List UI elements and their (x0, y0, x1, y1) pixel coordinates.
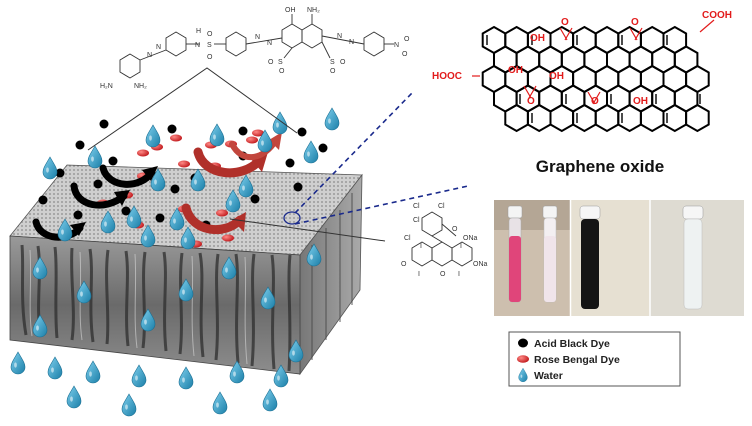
legend-label: Rose Bengal Dye (534, 354, 620, 366)
chem-label: O (401, 261, 407, 268)
chem-label: I (460, 243, 462, 250)
chem-label: I (420, 243, 422, 250)
legend: Acid Black Dye Rose Bengal Dye Water (508, 331, 681, 387)
vial-acid-black-feed (579, 205, 601, 309)
chem-label: S (207, 42, 212, 49)
go-group-label: OH (530, 33, 545, 44)
legend-item: Water (518, 367, 563, 383)
membrane-block (9, 164, 363, 376)
go-group-label: O (591, 96, 599, 107)
chem-label: H (196, 28, 201, 35)
go-group-label: O (561, 17, 569, 28)
go-group-label: OH (508, 65, 523, 76)
chem-label: N (349, 39, 354, 46)
chem-label: Cl (404, 235, 411, 242)
chem-label: N (255, 34, 260, 41)
vial-rose-bengal-permeate (542, 205, 558, 303)
chem-label: O (207, 54, 213, 61)
chem-label: Cl (413, 217, 420, 224)
legend-label: Acid Black Dye (534, 338, 610, 350)
chem-label: O (440, 271, 446, 278)
chem-label: OH (285, 7, 296, 14)
chem-label: NH₂ (134, 83, 147, 90)
rejection-arrows (32, 132, 282, 241)
chem-label: N (195, 42, 200, 49)
rose-bengal-labels: Cl Cl Cl Cl ONa O I I I I O O ONa (401, 203, 488, 278)
chem-label: O (279, 68, 285, 75)
chem-label: O (207, 31, 213, 38)
go-group-label: HOOC (432, 71, 462, 82)
chem-label: O (402, 51, 408, 58)
acid-black-structure (119, 14, 394, 79)
graphene-oxide-structure (472, 19, 715, 132)
go-group-label: O (631, 17, 639, 28)
legend-item: Rose Bengal Dye (517, 354, 620, 366)
chem-label: N (147, 52, 152, 59)
chem-label: S (330, 59, 335, 66)
chem-label: H₂N (100, 83, 113, 90)
chem-label: N (394, 42, 399, 49)
chem-label: Cl (438, 203, 445, 210)
acid-black-labels: N N H N S O O N N OH NH₂ N N N O O S S O… (100, 7, 410, 90)
rose-bengal-structure (411, 211, 473, 267)
chem-label: O (404, 36, 410, 43)
chem-label: N (337, 33, 342, 40)
red-ellipse-icon (517, 355, 529, 363)
chem-label: S (278, 59, 283, 66)
graphene-oxide-title: Graphene oxide (536, 157, 664, 176)
chem-label: Cl (413, 203, 420, 210)
vial-acid-black-permeate (682, 205, 704, 310)
chem-label: I (418, 271, 420, 278)
chem-label: ONa (473, 261, 488, 268)
chem-label: N (156, 44, 161, 51)
legend-label: Water (534, 370, 563, 382)
go-group-label: COOH (702, 10, 732, 21)
vials-photo (494, 200, 744, 316)
chem-label: N (267, 40, 272, 47)
chem-label: O (330, 68, 336, 75)
vial-rose-bengal-feed (507, 205, 523, 303)
chem-label: I (458, 271, 460, 278)
chem-label: ONa (463, 235, 478, 242)
chem-label: O (268, 59, 274, 66)
callout-lines (87, 67, 469, 242)
legend-item: Acid Black Dye (518, 338, 610, 350)
go-group-label: OH (549, 71, 564, 82)
graphene-oxide-groups: OH O O COOH HOOC OH OH O O OH (432, 10, 732, 107)
go-group-label: OH (633, 96, 648, 107)
black-dot-icon (518, 338, 528, 348)
chem-label: O (340, 59, 346, 66)
chem-label: O (452, 226, 458, 233)
go-group-label: O (527, 96, 535, 107)
chem-label: NH₂ (307, 7, 320, 14)
